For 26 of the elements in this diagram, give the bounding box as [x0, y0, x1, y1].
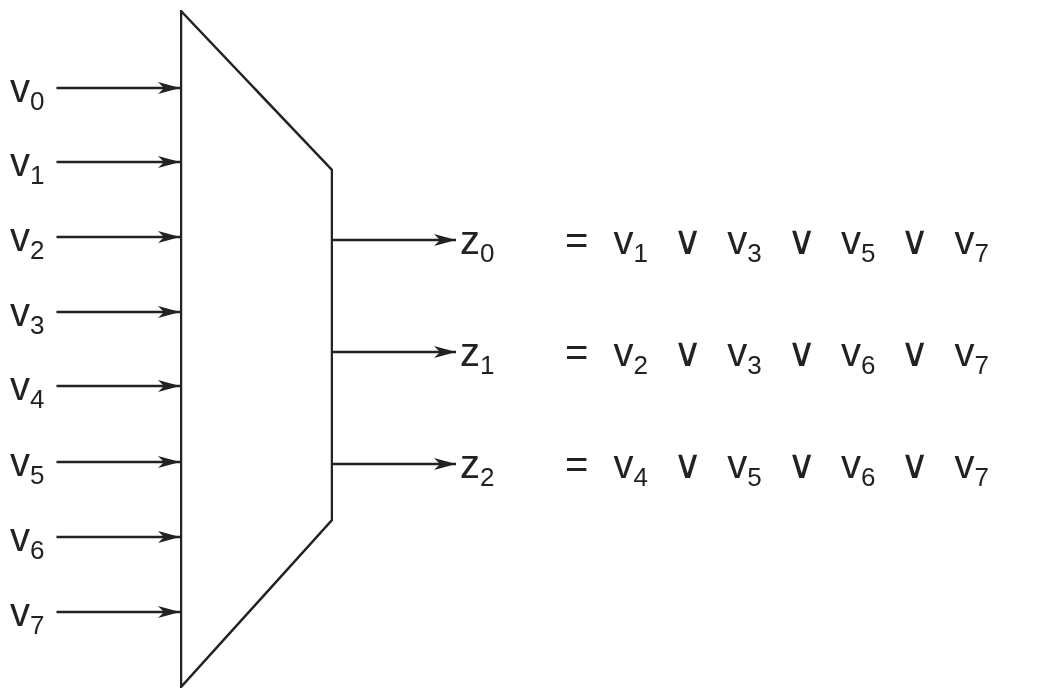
output-label: z$_{0}$ — [460, 216, 495, 264]
arrow — [56, 456, 180, 468]
arrow — [56, 156, 180, 168]
arrow — [56, 82, 180, 94]
equation-text: = v$_{1}$ ∨ v$_{3}$ ∨ v$_{5}$ ∨ v$_{7}$ — [565, 217, 990, 264]
arrow — [56, 231, 180, 243]
arrow — [333, 346, 456, 358]
arrow — [56, 606, 180, 618]
encoder-block — [180, 10, 333, 688]
input-label: v$_{3}$ — [10, 288, 45, 336]
arrow — [333, 234, 456, 246]
input-label: v$_{1}$ — [10, 138, 45, 186]
input-label: v$_{0}$ — [10, 64, 45, 112]
input-label: v$_{6}$ — [10, 513, 45, 561]
output-label: z$_{1}$ — [460, 328, 495, 376]
output-label: z$_{2}$ — [460, 440, 495, 488]
input-label: v$_{2}$ — [10, 213, 45, 261]
arrow — [56, 531, 180, 543]
arrow — [333, 458, 456, 470]
input-label: v$_{4}$ — [10, 362, 45, 410]
arrow — [56, 380, 180, 392]
input-label: v$_{7}$ — [10, 588, 45, 636]
arrow — [56, 306, 180, 318]
input-label: v$_{5}$ — [10, 438, 45, 486]
equation-text: = v$_{4}$ ∨ v$_{5}$ ∨ v$_{6}$ ∨ v$_{7}$ — [565, 441, 990, 488]
equation-text: = v$_{2}$ ∨ v$_{3}$ ∨ v$_{6}$ ∨ v$_{7}$ — [565, 329, 990, 376]
